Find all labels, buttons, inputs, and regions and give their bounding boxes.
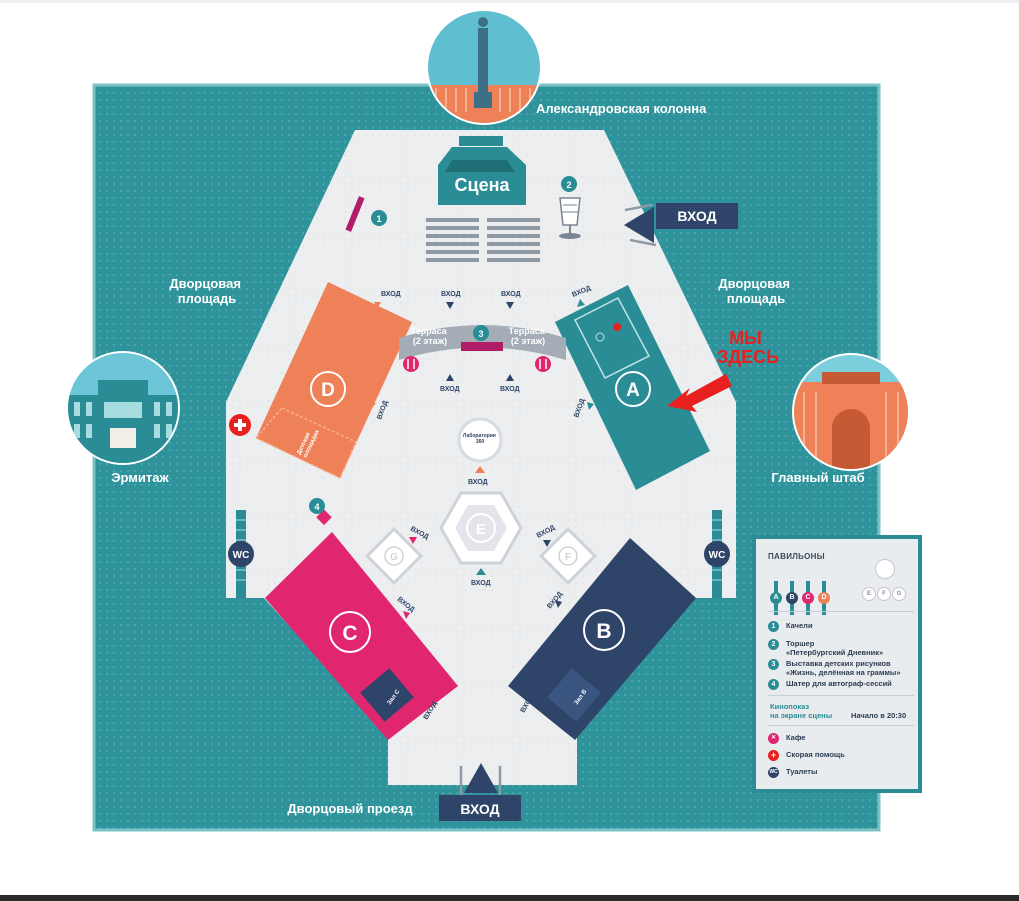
palace-square-left-label: Дворцовая площадь (169, 276, 244, 306)
pavilion-c-pin: C (802, 581, 814, 615)
pavilion-a-pin: A (770, 581, 782, 615)
cinema-label: Кинопоказ на экране сцены (770, 702, 833, 720)
we-are-here-label: МЫ ЗДЕСЬ (717, 328, 779, 367)
pavilion-d-pin: D (818, 581, 830, 615)
legend-first-aid: + Скорая помощь (768, 750, 845, 761)
marker-3: 3 (478, 329, 483, 339)
entrance-terrace-1: ВХОД (441, 291, 461, 298)
general-staff-medallion (792, 353, 910, 471)
wc-right[interactable]: WC (704, 510, 730, 598)
entrance-terrace-2: ВХОД (501, 291, 521, 298)
pavilion-e-pin: E (862, 587, 876, 601)
passage-label: Дворцовый проезд (287, 801, 413, 816)
alexander-column-medallion: Александровская колонна (426, 9, 707, 125)
wc-icon: WC (709, 550, 726, 561)
pavilion-b[interactable]: Зал B B (508, 538, 696, 740)
lab-line2: 360 (476, 439, 485, 445)
pavilion-e-label: E (476, 521, 486, 538)
pavilion-b-pin: B (786, 581, 798, 615)
marker-1: 1 (376, 214, 381, 224)
palace-square-right-line1: Дворцовая (718, 276, 790, 291)
pavilion-b-label: B (596, 620, 611, 643)
cafe-icon: ✕ (768, 733, 779, 744)
entrance-right-label: ВХОД (677, 208, 716, 224)
legend-divider (768, 611, 914, 612)
column-label: Александровская колонна (536, 101, 707, 116)
terrace[interactable]: 3 Терраса (2 этаж) Терраса (2 этаж) (399, 325, 566, 360)
pavilion-f-pin: F (877, 587, 891, 601)
stage[interactable]: Сцена (438, 136, 526, 205)
terrace-right-line2: (2 этаж) (511, 336, 545, 346)
hermitage-medallion (66, 351, 180, 465)
wc-left[interactable]: WC (228, 510, 254, 598)
pavilion-c-label: C (342, 622, 357, 645)
pavilion-g-label: G (390, 552, 398, 563)
top-divider (0, 0, 1019, 3)
cinema-start: Начало в 20:30 (851, 711, 907, 720)
palace-square-right-line2: площадь (727, 291, 785, 306)
entrance-bottom[interactable]: ВХОД (439, 763, 521, 821)
legend-divider (768, 695, 914, 696)
terrace-right-label: Терраса (2 этаж) (509, 326, 548, 346)
we-are-here-line2: ЗДЕСЬ (717, 347, 779, 367)
marker-4: 4 (314, 502, 319, 512)
pavilion-d-label: D (321, 380, 335, 401)
hermitage-label: Эрмитаж (111, 470, 169, 485)
terrace-left-label: Терраса (2 этаж) (411, 326, 450, 346)
entrance-e: ВХОД (471, 580, 491, 587)
legend-divider (768, 725, 914, 726)
entrance-right[interactable]: ВХОД (624, 203, 738, 247)
pavilion-f-label: F (565, 552, 571, 563)
audience-seating (426, 218, 540, 262)
entrance-bottom-label: ВХОД (460, 801, 499, 817)
first-aid-icon: + (768, 750, 779, 761)
pavilion-a[interactable]: A (555, 285, 710, 490)
legend-title: ПАВИЛЬОНЫ (768, 552, 825, 561)
marker-2: 2 (566, 180, 571, 190)
entrance-d-top: ВХОД (381, 291, 401, 298)
terrace-left-line1: Терраса (411, 326, 448, 336)
cafe-icon[interactable] (535, 356, 551, 372)
bottom-divider (0, 895, 1019, 901)
entrance-terrace-3: ВХОД (440, 386, 460, 393)
wc-icon: WC (768, 767, 779, 778)
pavilion-c[interactable]: Зал C C (265, 532, 458, 740)
palace-square-left-line2: площадь (178, 291, 236, 306)
pavilion-d[interactable]: D Детская площадка (254, 282, 412, 480)
pavilion-a-label: A (626, 380, 640, 401)
pavilion-g-pin: G (892, 587, 906, 601)
we-are-here-line1: МЫ (729, 328, 762, 348)
general-staff-label: Главный штаб (771, 470, 864, 485)
wc-icon: WC (233, 550, 250, 561)
first-aid-icon[interactable] (229, 414, 251, 436)
palace-square-left-line1: Дворцовая (169, 276, 241, 291)
lab-line1: Лаборатория (463, 432, 496, 439)
legend-wc: WC Туалеты (768, 767, 818, 778)
lab-360[interactable]: Лаборатория 360 (457, 417, 503, 473)
floor-lamp (559, 197, 581, 239)
pavilion-g[interactable]: G (365, 527, 423, 585)
entrance-lab: ВХОД (468, 479, 488, 486)
lab-label: Лаборатория 360 (463, 432, 497, 445)
pavilion-f[interactable]: F (539, 527, 597, 585)
you-are-here-marker: МЫ ЗДЕСЬ (667, 328, 779, 412)
swing (345, 196, 365, 232)
entrance-terrace-4: ВХОД (500, 386, 520, 393)
pavilion-e[interactable]: E (439, 491, 523, 575)
cafe-icon[interactable] (403, 356, 419, 372)
lab-360-icon (875, 559, 895, 579)
palace-square-right-label: Дворцовая площадь (718, 276, 793, 306)
terrace-left-line2: (2 этаж) (413, 336, 447, 346)
stage-label: Сцена (455, 175, 511, 195)
legend-cafe: ✕ Кафе (768, 733, 805, 744)
terrace-right-line1: Терраса (509, 326, 546, 336)
